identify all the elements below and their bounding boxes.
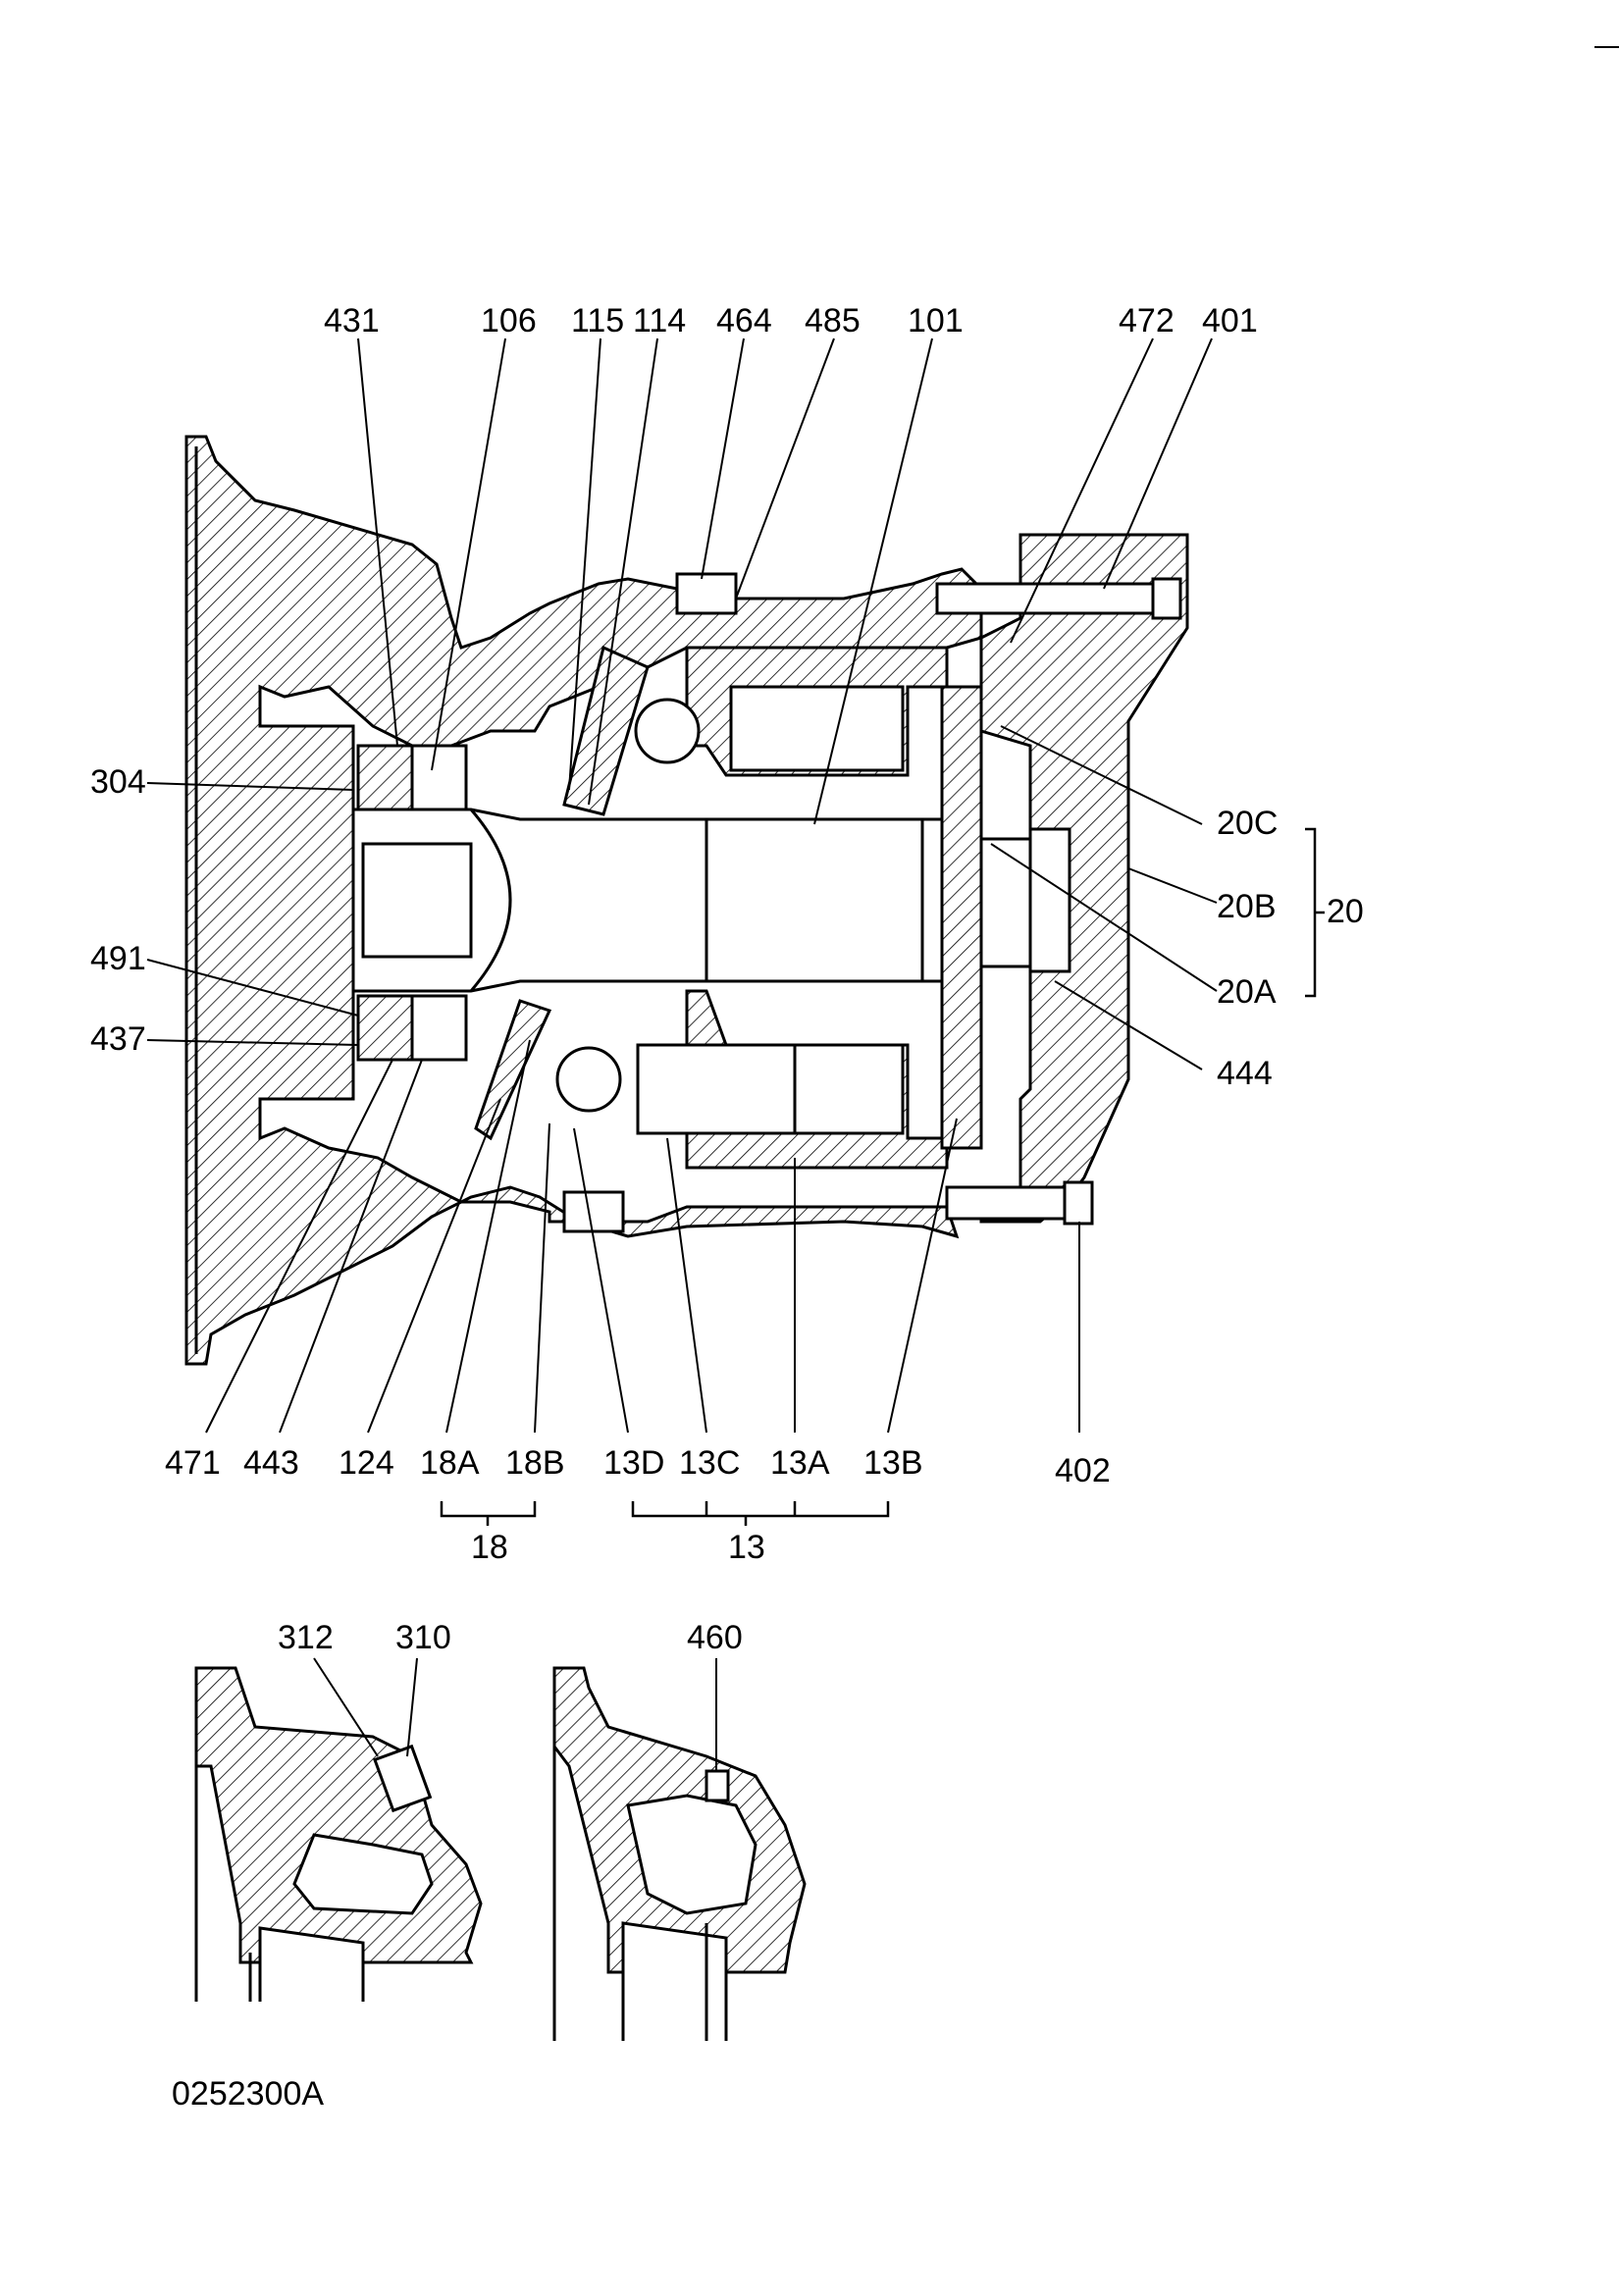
- bearing-lower: [410, 994, 468, 1062]
- detail-view-460: 460: [552, 1619, 807, 2041]
- callout-13: 13: [728, 1529, 765, 1566]
- callout-444: 444: [1217, 1055, 1273, 1092]
- callout-101: 101: [908, 302, 964, 339]
- callout-460: 460: [687, 1619, 743, 1656]
- callout-20A: 20A: [1217, 973, 1277, 1011]
- shaft-bore: [361, 842, 473, 959]
- flange-face: [184, 437, 198, 1364]
- shaft-101-end: [469, 809, 924, 992]
- callout-20C: 20C: [1217, 805, 1278, 842]
- shoe-lower: [555, 1046, 622, 1113]
- callout-13C: 13C: [679, 1444, 740, 1482]
- callout-labels-top: 431 106 115 114 464 485 101 472 401: [324, 302, 1258, 339]
- bolt-401: [935, 582, 1175, 615]
- callout-115: 115: [571, 302, 624, 339]
- callout-312: 312: [278, 1619, 334, 1656]
- callout-labels-bottom: 471 443 124 18A 18B 13D 13C 13A 13B 402 …: [165, 1444, 1111, 1566]
- main-section-view: [184, 435, 1189, 1366]
- bolt-402-head: [1063, 1180, 1094, 1226]
- detail-view-312-310: 312 310: [194, 1619, 483, 2002]
- callout-20: 20: [1327, 893, 1364, 930]
- callout-13A: 13A: [770, 1444, 830, 1482]
- detail-left-housing: [194, 1666, 483, 1964]
- callout-13D: 13D: [603, 1444, 664, 1482]
- callout-18A: 18A: [420, 1444, 480, 1482]
- callout-464: 464: [716, 302, 772, 339]
- callout-labels-left: 304 491 437: [90, 763, 146, 1058]
- shaft-101: [351, 808, 1032, 993]
- callout-labels-right: 20C 20B 20A 444 20: [1217, 805, 1364, 1092]
- bearing-upper: [410, 744, 468, 811]
- swash-plate-lower: [474, 999, 552, 1141]
- callout-472: 472: [1119, 302, 1175, 339]
- callout-20B: 20B: [1217, 888, 1277, 925]
- piston-lower-inner: [793, 1043, 905, 1135]
- callout-437: 437: [90, 1020, 146, 1058]
- detail-left-cavity: [292, 1833, 434, 1915]
- callout-13B: 13B: [863, 1444, 923, 1482]
- callout-491: 491: [90, 940, 146, 977]
- bolt-402: [945, 1185, 1067, 1221]
- callout-18: 18: [471, 1529, 508, 1566]
- seal-lower: [356, 994, 414, 1062]
- callout-310: 310: [395, 1619, 451, 1656]
- plug-464: [675, 572, 738, 615]
- shoe-upper: [634, 698, 701, 764]
- callout-124: 124: [339, 1444, 394, 1482]
- callout-18B: 18B: [505, 1444, 565, 1482]
- callout-106: 106: [481, 302, 537, 339]
- needle-bearing-20A: [1028, 827, 1071, 973]
- callout-471: 471: [165, 1444, 221, 1482]
- piston-upper: [729, 685, 905, 772]
- valve-plate: [940, 685, 983, 1150]
- drawing-number: 0252300A: [172, 2075, 324, 2113]
- callout-431: 431: [324, 302, 380, 339]
- plug-bottom: [562, 1190, 625, 1233]
- callout-402: 402: [1055, 1452, 1111, 1489]
- plug-460: [705, 1769, 730, 1802]
- leader-lines: [146, 338, 1325, 1526]
- swash-plate: [562, 645, 650, 816]
- callout-485: 485: [805, 302, 861, 339]
- callout-401: 401: [1202, 302, 1258, 339]
- callout-304: 304: [90, 763, 146, 801]
- plug-310: [373, 1744, 433, 1813]
- callout-114: 114: [633, 302, 686, 339]
- detail-right-cavity: [626, 1794, 757, 1915]
- seal-upper: [356, 744, 414, 811]
- bolt-401-head: [1151, 577, 1182, 620]
- callout-443: 443: [243, 1444, 299, 1482]
